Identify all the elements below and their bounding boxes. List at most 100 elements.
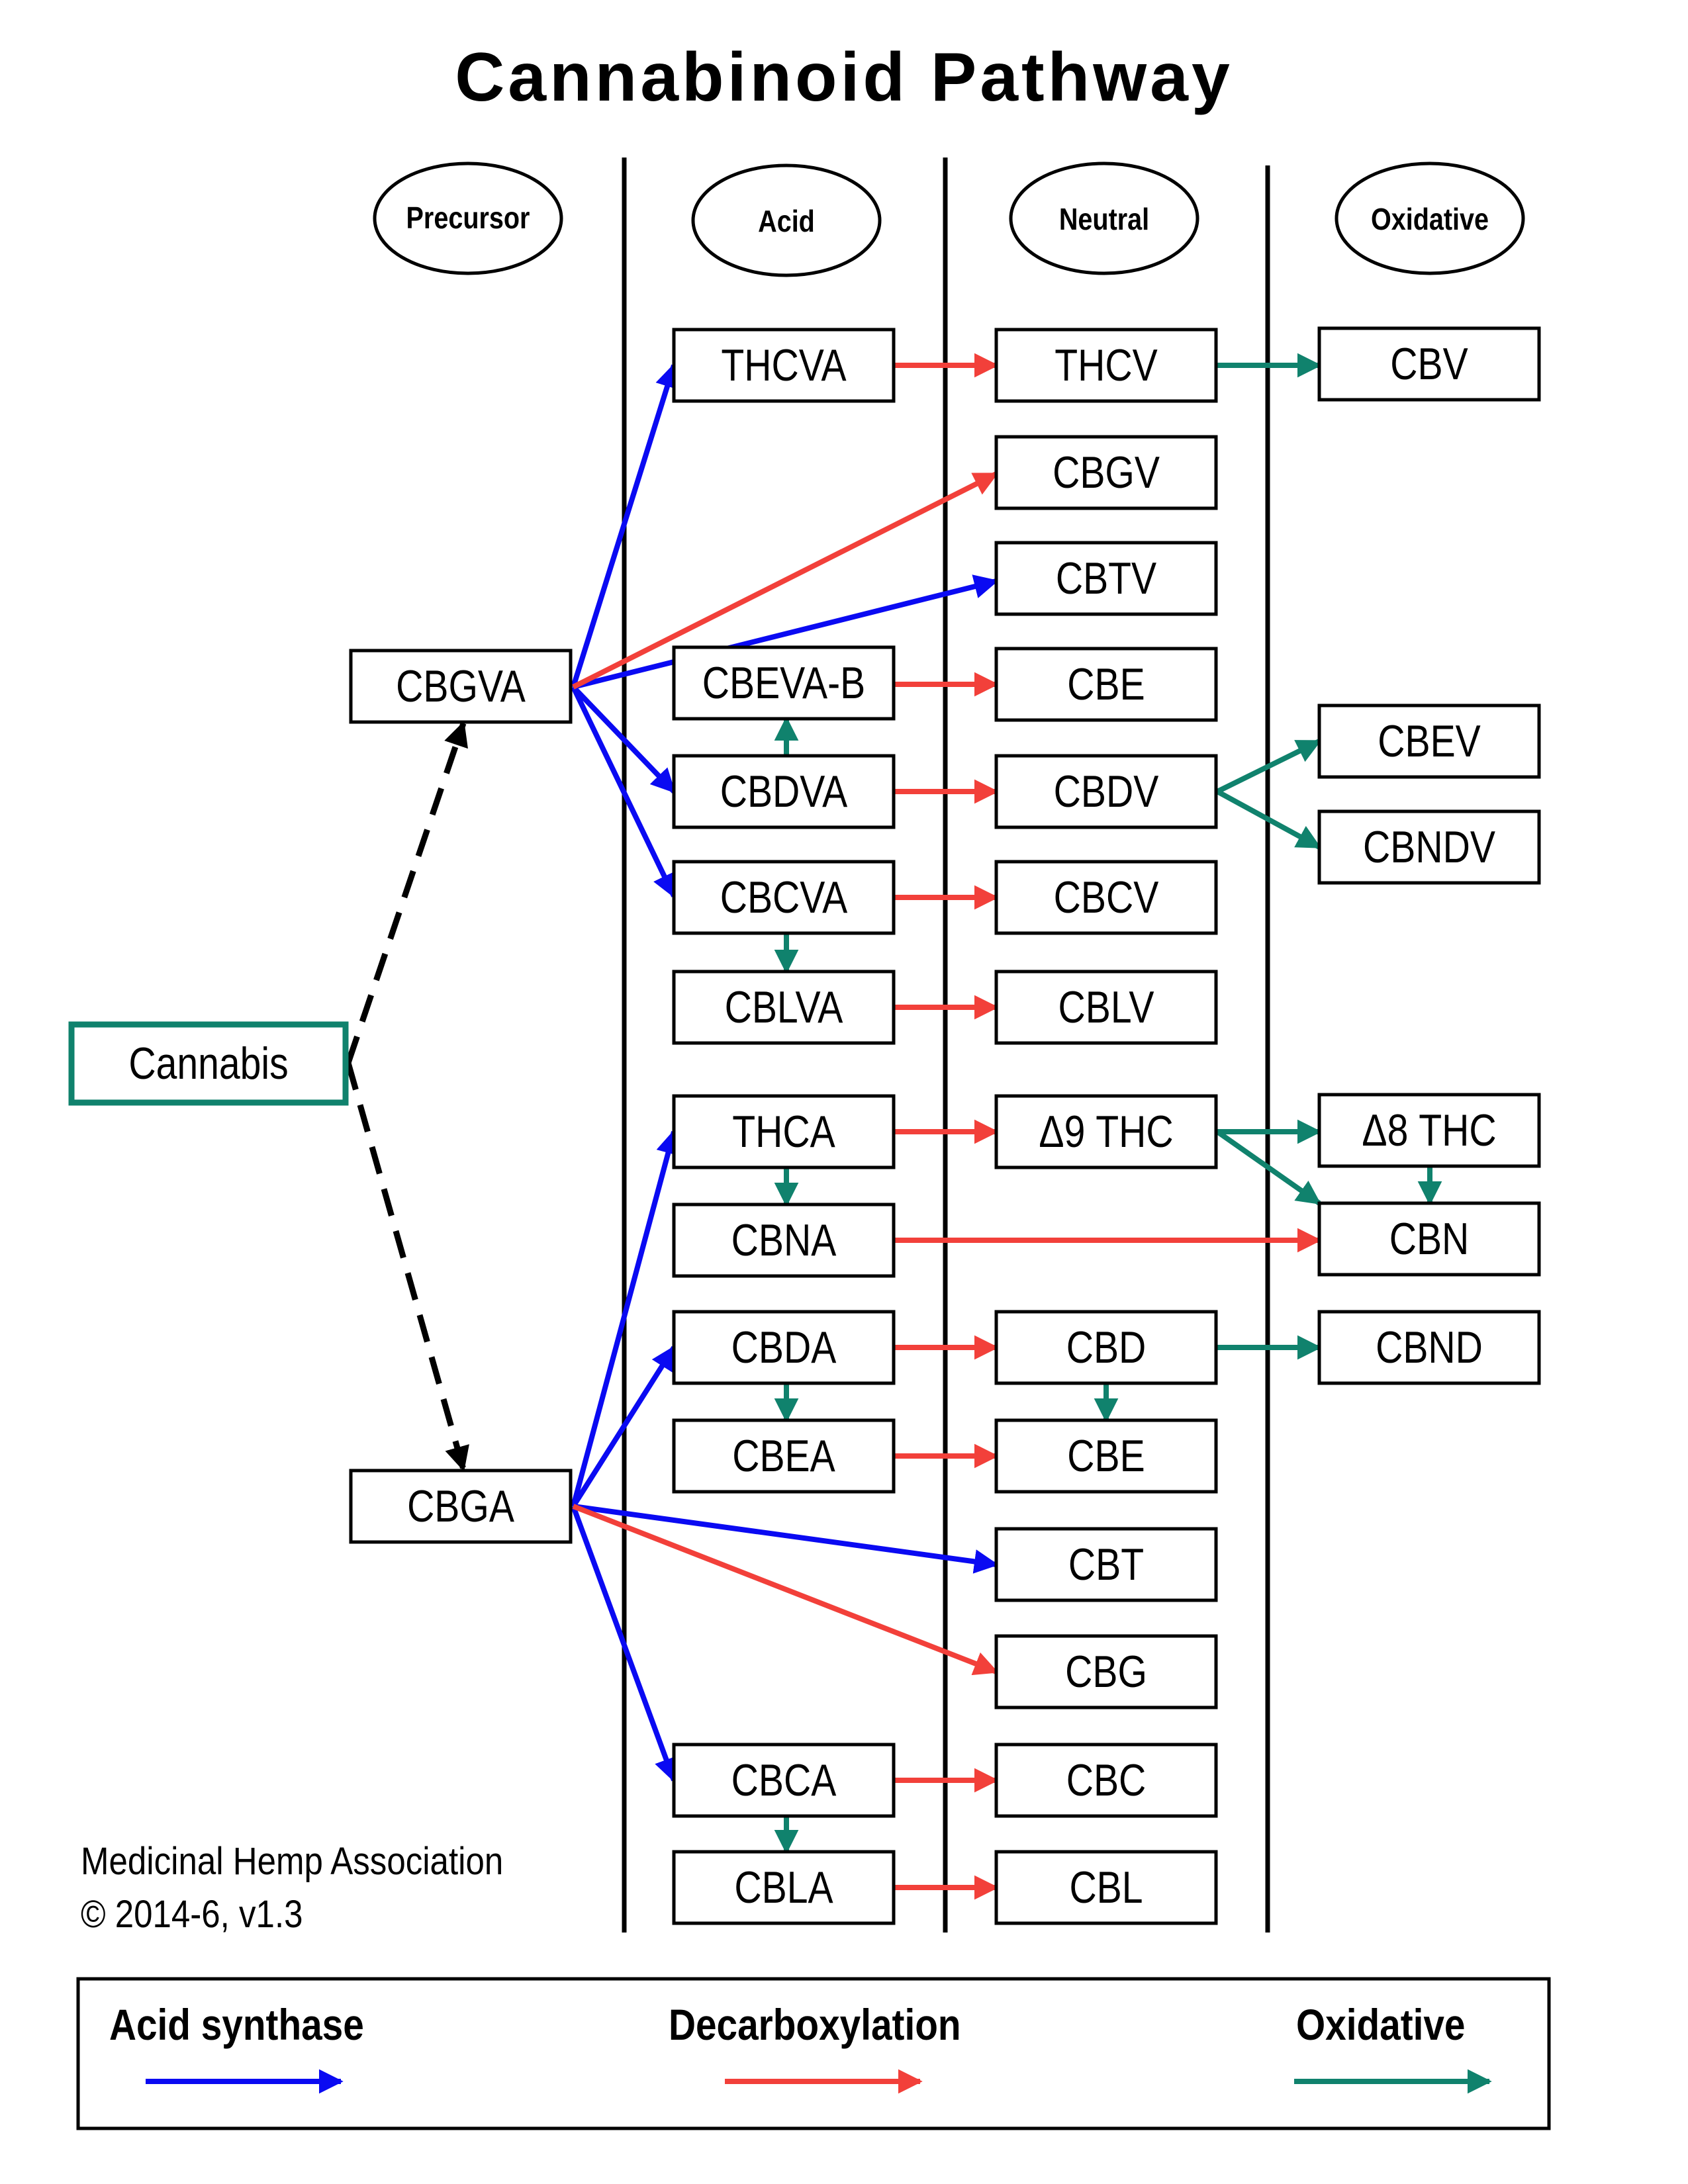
node-label-cbga: CBGA (407, 1481, 514, 1531)
column-dividers (622, 158, 1270, 1933)
node-label-cbev: CBEV (1378, 716, 1481, 766)
node-box-cbd (994, 1310, 1218, 1385)
legend-label-decarboxylation: Decarboxylation (669, 2001, 961, 2050)
node-label-cbcva: CBCVA (720, 872, 848, 923)
node-cbl: CBL (994, 1850, 1218, 1925)
node-label-cbv: CBV (1390, 339, 1468, 389)
pathway-edges (345, 353, 1442, 1900)
column-label-neutral: Neutral (1059, 203, 1149, 236)
node-box-d9thc (994, 1094, 1218, 1169)
node-box-cbtv (994, 541, 1218, 616)
node-box-cbev (1317, 704, 1541, 779)
node-box-cbl (994, 1850, 1218, 1925)
node-label-cbl: CBL (1069, 1862, 1143, 1913)
node-label-thcva: THCVA (721, 340, 846, 390)
node-cbv: CBV (1317, 326, 1541, 402)
node-cbcv: CBCV (994, 860, 1218, 935)
edge-oxidative-cbdv-to-cbev (1216, 739, 1322, 794)
node-box-cbc (994, 1743, 1218, 1818)
legend-frame (76, 1977, 1551, 2130)
node-label-d9thc: Δ9 THC (1039, 1107, 1173, 1157)
node-label-cbndv: CBNDV (1363, 822, 1495, 872)
node-box-cbn (1317, 1201, 1541, 1277)
edge-dashed-cannabis-to-cbga (345, 1062, 469, 1472)
node-box-cbe_v (994, 647, 1218, 722)
node-label-cbla: CBLA (734, 1862, 833, 1913)
node-cbnd: CBND (1317, 1310, 1541, 1385)
node-box-cbv (1317, 326, 1541, 402)
node-label-cbna: CBNA (731, 1215, 837, 1265)
node-cbd: CBD (994, 1310, 1218, 1385)
node-label-cbnd: CBND (1376, 1322, 1483, 1373)
edge-oxidative-d9thc-to-cbn (1215, 1129, 1322, 1206)
node-label-cannabis: Cannabis (128, 1038, 288, 1089)
node-box-cbnd (1317, 1310, 1541, 1385)
legend-item-oxidative: Oxidative (1294, 2001, 1492, 2094)
node-label-thca: THCA (732, 1107, 835, 1157)
node-label-cbe_v: CBE (1067, 659, 1145, 709)
node-box-d8thc (1317, 1093, 1541, 1168)
node-cbna: CBNA (672, 1203, 896, 1278)
node-box-cbdva (672, 754, 896, 829)
node-label-thcv: THCV (1055, 340, 1158, 390)
edge-acid-synthase-cbga-to-thca (571, 1129, 680, 1508)
node-box-cbdv (994, 754, 1218, 829)
page-title: Cannabinoid Pathway (455, 39, 1233, 116)
node-thca: THCA (672, 1094, 896, 1169)
node-cbtv: CBTV (994, 541, 1218, 616)
node-box-cbcv (994, 860, 1218, 935)
node-cbe: CBE (994, 1418, 1218, 1494)
credit-line-1: Medicinal Hemp Association (81, 1840, 503, 1883)
credit: Medicinal Hemp Association © 2014-6, v1.… (81, 1840, 503, 1936)
legend-item-acid-synthase: Acid synthase (109, 2001, 364, 2094)
node-cbe_v: CBE (994, 647, 1218, 722)
node-label-cblv: CBLV (1058, 982, 1154, 1032)
node-label-d8thc: Δ8 THC (1362, 1105, 1496, 1156)
pathway-nodes: CannabisCBGVACBGATHCVACBEVA-BCBDVACBCVAC… (68, 326, 1541, 1925)
column-header-precursor: Precursor (373, 161, 563, 275)
node-label-cbdv: CBDV (1054, 766, 1159, 817)
node-cbea: CBEA (672, 1418, 896, 1494)
node-label-cbcv: CBCV (1054, 872, 1159, 923)
node-box-thca (672, 1094, 896, 1169)
edge-acid-synthase-cbga-to-cbda (571, 1345, 677, 1508)
node-cbndv: CBNDV (1317, 809, 1541, 885)
column-header-acid: Acid (691, 163, 882, 277)
node-d8thc: Δ8 THC (1317, 1093, 1541, 1168)
column-label-precursor: Precursor (406, 201, 530, 235)
column-headers: Precursor Acid Neutral Oxidative (373, 161, 1525, 277)
node-label-cbg: CBG (1065, 1647, 1147, 1697)
edge-dashed-cannabis-to-cbgva (345, 721, 468, 1064)
node-label-cbgva: CBGVA (396, 661, 526, 711)
node-label-cbc: CBC (1066, 1755, 1147, 1805)
node-box-cblva (672, 970, 896, 1045)
node-box-cbna (672, 1203, 896, 1278)
node-box-cbgv (994, 435, 1218, 510)
node-cbdv: CBDV (994, 754, 1218, 829)
node-cbga: CBGA (349, 1469, 573, 1544)
node-box-cbda (672, 1310, 896, 1385)
node-box-cbndv (1317, 809, 1541, 885)
node-label-cbdva: CBDVA (720, 766, 848, 817)
node-cbgv: CBGV (994, 435, 1218, 510)
node-cbda: CBDA (672, 1310, 896, 1385)
legend-label-acid-synthase: Acid synthase (109, 2001, 364, 2050)
node-cbcva: CBCVA (672, 860, 896, 935)
node-label-cbt: CBT (1068, 1539, 1144, 1590)
node-box-thcv (994, 328, 1218, 403)
legend: Acid synthase Decarboxylation Oxidative (76, 1977, 1551, 2130)
edge-acid-synthase-cbga-to-cbt (573, 1504, 999, 1574)
node-box-cbgva (349, 649, 573, 724)
node-box-cbg (994, 1634, 1218, 1709)
node-box-cbea (672, 1418, 896, 1494)
node-cbn: CBN (1317, 1201, 1541, 1277)
node-cbgva: CBGVA (349, 649, 573, 724)
edge-acid-synthase-cbgva-to-cbtv (573, 574, 999, 690)
node-label-cbd: CBD (1066, 1322, 1147, 1373)
node-cbc: CBC (994, 1743, 1218, 1818)
node-cannabis: Cannabis (68, 1021, 349, 1106)
node-box-cbt (994, 1527, 1218, 1602)
node-thcv: THCV (994, 328, 1218, 403)
